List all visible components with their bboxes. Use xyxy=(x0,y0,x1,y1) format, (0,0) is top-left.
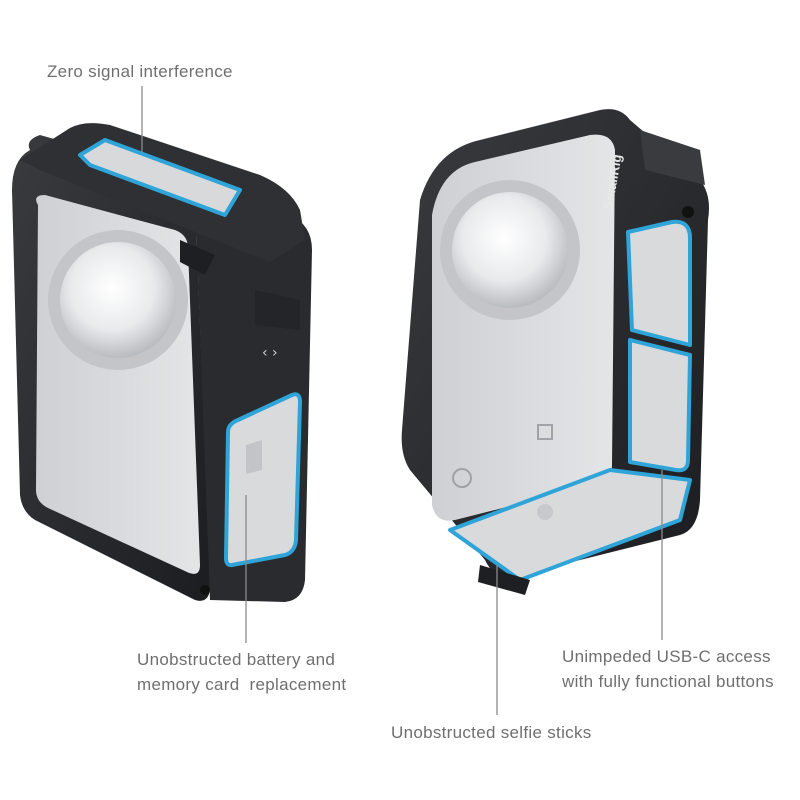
callout-zero-signal: Zero signal interference xyxy=(47,59,233,84)
right-camera-in-cage: SmallRig xyxy=(401,109,709,595)
right-lens xyxy=(452,192,568,308)
right-mode-button xyxy=(537,424,553,440)
leader-lines xyxy=(141,86,663,715)
callout-selfie-text: Unobstructed selfie sticks xyxy=(391,723,592,742)
right-cold-shoe xyxy=(640,130,705,185)
left-lens xyxy=(60,242,176,358)
left-top-blue-highlight xyxy=(78,138,242,217)
callout-battery-line2: memory card replacement xyxy=(137,675,347,694)
left-battery-slot xyxy=(246,440,262,474)
callout-usb-line1: Unimpeded USB-C access xyxy=(562,647,771,666)
right-side-panel-upper xyxy=(626,219,692,347)
callout-battery: Unobstructed battery and memory card rep… xyxy=(137,647,346,697)
right-bottom-mount xyxy=(448,468,692,582)
callout-usb: Unimpeded USB-C access with fully functi… xyxy=(562,644,774,694)
right-side-panel-lower xyxy=(628,338,692,473)
right-shutter-button xyxy=(452,468,472,488)
callout-usb-line2: with fully functional buttons xyxy=(562,672,774,691)
left-clip xyxy=(255,290,300,330)
left-battery-door xyxy=(223,392,303,568)
callout-zero-signal-text: Zero signal interference xyxy=(47,62,233,81)
right-top-screw xyxy=(682,206,694,218)
left-bottom-screw xyxy=(200,585,210,595)
callout-battery-line1: Unobstructed battery and xyxy=(137,650,336,669)
callout-selfie: Unobstructed selfie sticks xyxy=(391,720,592,745)
left-camera-in-cage: ‹ › xyxy=(12,123,312,602)
right-base-clamp xyxy=(478,565,530,595)
left-hinge xyxy=(180,240,215,275)
right-mount-hole xyxy=(537,504,553,520)
left-release-icon: ‹ › xyxy=(262,345,278,361)
